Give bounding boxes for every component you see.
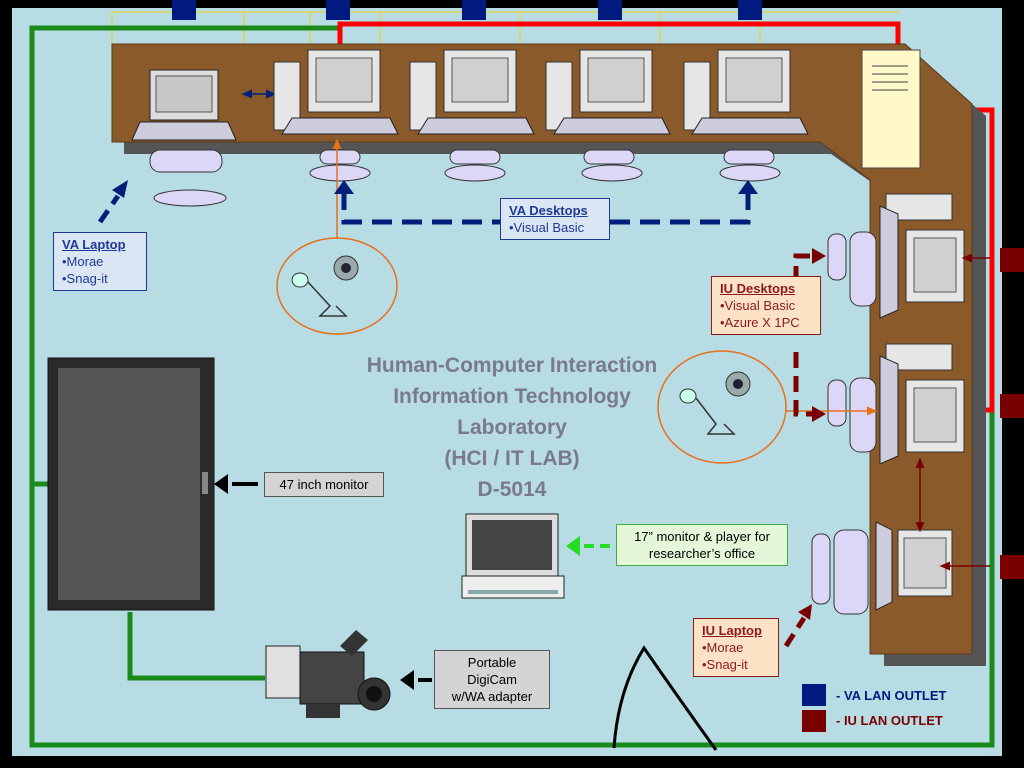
va-laptop-arrow [112, 180, 128, 198]
chairs-top [149, 149, 781, 207]
digicam-arrow [400, 670, 414, 690]
iu-laptop-item-2: •Snag-it [702, 657, 748, 672]
legend-iu-label: - IU LAN OUTLET [836, 713, 943, 728]
player-label: 17” monitor & player for researcher’s of… [616, 524, 788, 566]
chairs-right [811, 231, 877, 615]
va-desktops-arrow-left [334, 180, 354, 194]
digicam-label-line-1: Portable [467, 655, 517, 670]
va-lan-outlets [172, 0, 762, 20]
va-desktop-4 [683, 49, 809, 135]
digicam-label: Portable DigiCam w/WA adapter [434, 650, 550, 709]
player-label-line-1: 17” monitor & player for [634, 529, 770, 544]
va-desktops-box: VA Desktops •Visual Basic [500, 198, 610, 240]
iu-desktop-1 [879, 193, 965, 319]
iu-desktops-item-2: •Azure X 1PC [720, 315, 800, 330]
iu-laptop-connector [783, 616, 807, 648]
va-desktop-2 [409, 49, 535, 135]
iu-laptop [875, 253, 990, 611]
lab-title-line-4: (HCI / IT LAB) [444, 447, 580, 470]
va-laptop-box: VA Laptop •Morae •Snag-it [53, 232, 147, 291]
lab-title-line-3: Laboratory [457, 416, 567, 439]
monitor-player [461, 513, 565, 599]
digicam-label-line-3: w/WA adapter [451, 689, 533, 704]
legend-iu-swatch [802, 710, 826, 732]
va-laptop [131, 69, 277, 141]
lab-title-line-2: Information Technology [393, 385, 631, 408]
iu-desktops-title: IU Desktops [720, 281, 796, 296]
iu-laptop-title: IU Laptop [702, 623, 762, 638]
iu-laptop-box: IU Laptop •Morae •Snag-it [693, 618, 779, 677]
lab-title-line-5: D-5014 [477, 478, 547, 501]
iu-laptop-item-1: •Morae [702, 640, 744, 655]
player-arrow [566, 536, 580, 556]
iu-desktops-item-1: •Visual Basic [720, 298, 796, 313]
legend-va-swatch [802, 684, 826, 706]
va-desktops-connector [341, 190, 751, 225]
lab-title: Human-Computer Interaction Information T… [330, 350, 694, 505]
digicam-label-line-2: DigiCam [467, 672, 517, 687]
va-desktops-item: •Visual Basic [509, 220, 585, 235]
large-wall-monitor [47, 357, 215, 611]
lab-title-line-1: Human-Computer Interaction [366, 354, 658, 377]
va-desktops-arrow-right [738, 180, 758, 194]
va-laptop-title: VA Laptop [62, 237, 126, 252]
va-laptop-item-2: •Snag-it [62, 271, 108, 286]
iu-desktops-arrow-top [812, 248, 826, 264]
green-cable [29, 25, 995, 748]
monitor-label: 47 inch monitor [264, 472, 384, 497]
player-label-line-2: researcher’s office [648, 546, 756, 561]
iu-laptop-arrow [798, 604, 812, 620]
iu-desktop-2 [879, 343, 965, 465]
va-desktop-1 [273, 49, 399, 135]
door-swing [612, 645, 718, 751]
va-laptop-item-1: •Morae [62, 254, 104, 269]
monitor-arrow [214, 474, 228, 494]
webcam-mic-2 [657, 350, 878, 464]
iu-lan-outlets [1000, 248, 1024, 579]
iu-desktops-box: IU Desktops •Visual Basic •Azure X 1PC [711, 276, 821, 335]
digicam [265, 630, 391, 718]
legend-va-label: - VA LAN OUTLET [836, 688, 947, 703]
iu-desktops-arrow-bottom [812, 406, 826, 422]
va-laptop-connector [97, 194, 121, 224]
webcam-mic-1 [276, 138, 398, 335]
va-desktop-3 [545, 49, 671, 135]
server-tower [861, 49, 921, 169]
va-desktops-title: VA Desktops [509, 203, 588, 218]
